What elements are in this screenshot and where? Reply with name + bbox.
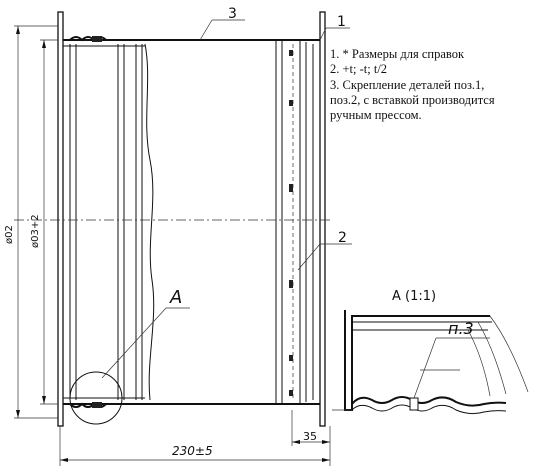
length-dimensions [59, 410, 331, 466]
detail-circle [69, 371, 123, 425]
callout-pos1: 1 [337, 14, 346, 30]
dim-d3: ø03+2 [30, 214, 41, 248]
notes-block: 1. * Размеры для справок 2. +t; -t; t/2 … [330, 47, 540, 123]
dim-length: 230±5 [172, 444, 213, 458]
callout-pos2: 2 [338, 230, 347, 246]
callout-detail-a: A [169, 287, 182, 308]
dim-d2: ø02 [4, 225, 15, 244]
callout-leaders [101, 19, 352, 379]
note-line: 3. Скрепление деталей поз.1, [330, 77, 485, 92]
diameter-dimensions [14, 25, 58, 419]
detail-title: A (1:1) [392, 289, 436, 304]
duct-body [63, 36, 320, 408]
note-line: поз.2, с вставкой производится [330, 92, 495, 107]
callout-pos3: 3 [228, 6, 237, 22]
right-flange [319, 11, 326, 427]
callout-n3: п.3 [448, 319, 474, 338]
note-line: 1. * Размеры для справок [330, 47, 465, 61]
dim-flange: 35 [303, 430, 317, 443]
note-line: 2. +t; -t; t/2 [330, 62, 388, 77]
detail-view [332, 310, 529, 415]
left-flange [57, 11, 64, 427]
note-line: ручным прессом. [330, 108, 422, 123]
